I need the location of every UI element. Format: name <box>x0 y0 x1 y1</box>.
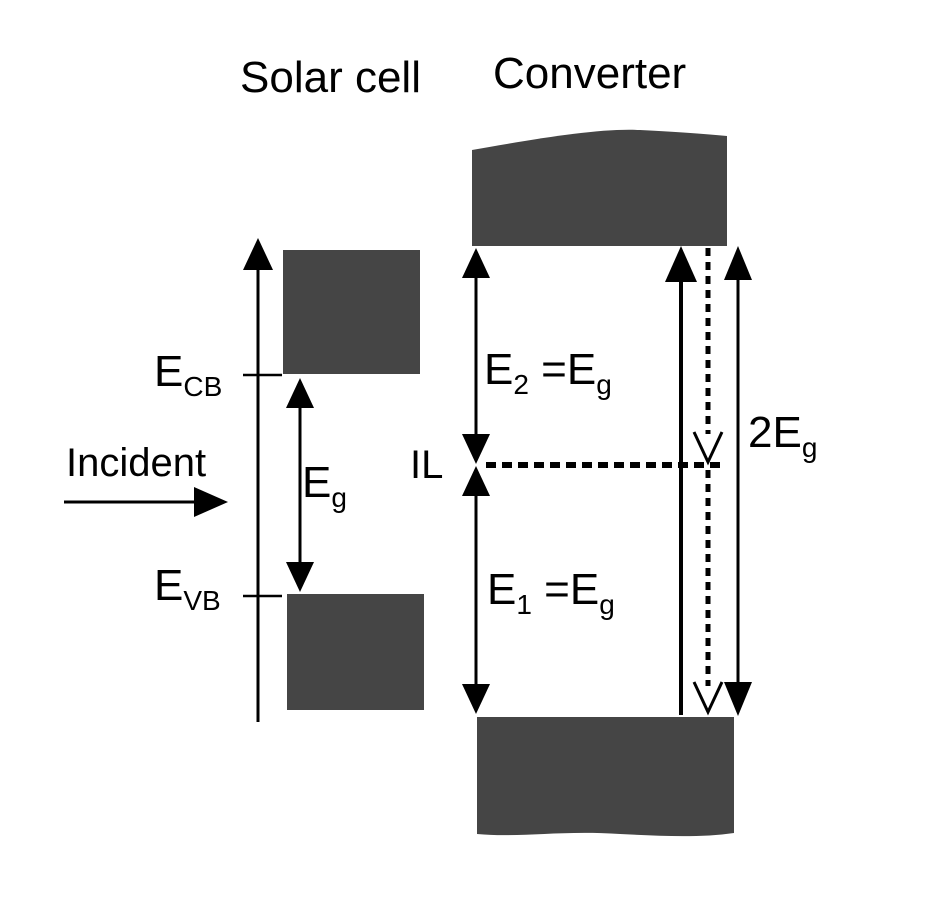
lower-gap-arrowhead-down <box>462 684 490 714</box>
incident-label: Incident <box>66 441 206 485</box>
solar-gap-arrowhead-down <box>286 562 314 592</box>
converter-upper-band <box>472 129 727 246</box>
solar-cell-heading: Solar cell <box>240 53 421 102</box>
lower-gap-label: E1 =Eg <box>487 565 615 620</box>
total-gap-arrowhead-up <box>724 246 752 280</box>
total-gap-arrowhead-down <box>724 682 752 716</box>
upper-gap-label: E2 =Eg <box>484 345 612 400</box>
converter-lower-band <box>477 717 734 837</box>
energy-axis-arrowhead <box>243 238 273 270</box>
conduction-band-label: ECB <box>154 347 222 402</box>
solar-gap-arrowhead-up <box>286 378 314 408</box>
relaxation-to-il-arrowhead <box>692 431 724 466</box>
upper-gap-arrowhead-up <box>462 248 490 278</box>
upper-gap-arrowhead-down <box>462 434 490 464</box>
absorption-arrowhead <box>665 246 697 282</box>
total-gap-label: 2Eg <box>748 408 817 463</box>
valence-band-label: EVB <box>154 561 221 616</box>
solar-gap-label: Eg <box>302 458 347 513</box>
intermediate-level-label: IL <box>410 443 443 487</box>
emission-from-il-arrowhead <box>692 681 724 716</box>
lower-gap-arrowhead-up <box>462 466 490 496</box>
incident-arrowhead <box>194 487 228 517</box>
valence-band <box>287 594 424 710</box>
conduction-band <box>283 250 420 374</box>
converter-heading: Converter <box>493 49 686 98</box>
